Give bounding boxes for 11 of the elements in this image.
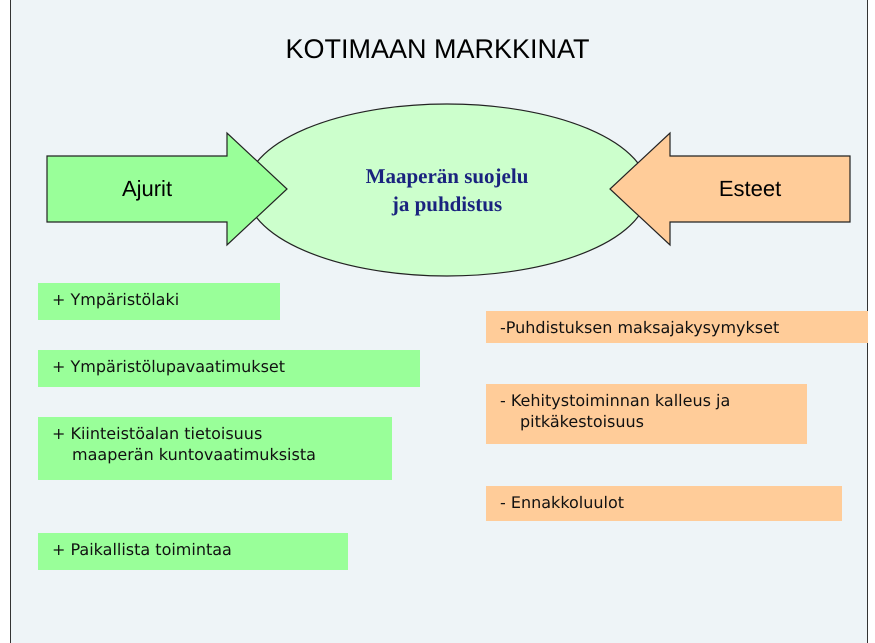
diagram-title: KOTIMAAN MARKKINAT: [284, 34, 591, 65]
driver-box: + Paikallista toimintaa: [38, 533, 348, 570]
barrier-box: -Puhdistuksen maksajakysymykset: [486, 311, 868, 343]
topic-label: Maaperän suojelu ja puhdistus: [364, 162, 530, 218]
barrier-box: - Kehitystoiminnan kalleus ja pitkäkestoisuus: [486, 384, 807, 444]
pointer-label: Esteet: [718, 175, 782, 203]
driver-box: + Ympäristölaki: [38, 283, 280, 320]
barrier-box: - Ennakkoluulot: [486, 486, 842, 521]
pointer-label: Ajurit: [120, 175, 174, 203]
driver-box: + Kiinteistöalan tietoisuus maaperän kuntovaatimuksista: [38, 417, 392, 480]
driver-box: + Ympäristölupavaatimukset: [38, 350, 420, 387]
